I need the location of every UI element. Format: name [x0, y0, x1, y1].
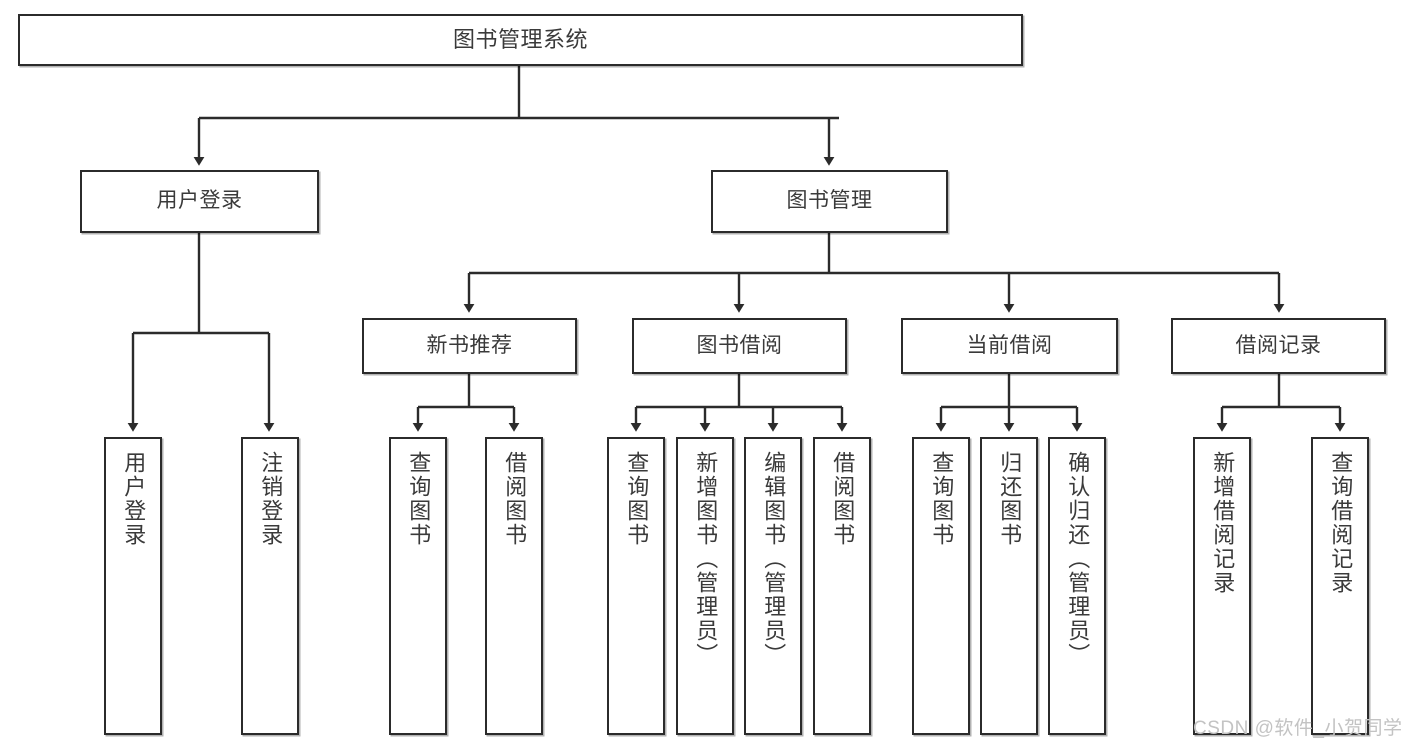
node-label: 借阅图书	[502, 451, 528, 547]
leaf-borrow-add-book-admin[interactable]: 新增图书（管理员）	[676, 437, 734, 735]
node-book-borrow[interactable]: 图书借阅	[632, 318, 847, 374]
node-label: 新书推荐	[426, 333, 513, 357]
node-label: 图书管理系统	[452, 27, 588, 53]
leaf-current-return-book[interactable]: 归还图书	[980, 437, 1038, 735]
node-label: 查询图书	[406, 451, 432, 547]
leaf-recommend-query-book[interactable]: 查询图书	[389, 437, 447, 735]
node-book-management[interactable]: 图书管理	[711, 170, 948, 233]
leaf-borrow-edit-book-admin[interactable]: 编辑图书（管理员）	[744, 437, 802, 735]
leaf-user-login-login[interactable]: 用户登录	[104, 437, 162, 735]
node-label: 注销登录	[258, 451, 284, 547]
leaf-borrow-borrow-book[interactable]: 借阅图书	[813, 437, 871, 735]
node-label: 当前借阅	[966, 333, 1053, 357]
node-label: 用户登录	[121, 451, 147, 547]
node-label: 新增图书（管理员）	[693, 451, 719, 667]
leaf-recommend-borrow-book[interactable]: 借阅图书	[485, 437, 543, 735]
node-label: 编辑图书（管理员）	[761, 451, 787, 667]
node-new-book-recommend[interactable]: 新书推荐	[362, 318, 577, 374]
node-label: 借阅记录	[1235, 333, 1322, 357]
node-label: 查询借阅记录	[1328, 451, 1354, 595]
node-user-login[interactable]: 用户登录	[80, 170, 319, 233]
leaf-user-login-logout[interactable]: 注销登录	[241, 437, 299, 735]
csdn-watermark: CSDN @软件_小贺同学	[1193, 718, 1403, 739]
node-borrow-record[interactable]: 借阅记录	[1171, 318, 1386, 374]
node-label: 新增借阅记录	[1210, 451, 1236, 595]
node-label: 用户登录	[156, 189, 243, 213]
node-label: 借阅图书	[830, 451, 856, 547]
leaf-record-query-record[interactable]: 查询借阅记录	[1311, 437, 1369, 735]
node-root-system[interactable]: 图书管理系统	[18, 14, 1023, 66]
leaf-current-confirm-return-admin[interactable]: 确认归还（管理员）	[1048, 437, 1106, 735]
node-current-borrow[interactable]: 当前借阅	[901, 318, 1118, 374]
node-label: 图书管理	[786, 189, 873, 213]
leaf-record-add-record[interactable]: 新增借阅记录	[1193, 437, 1251, 735]
leaf-current-query-book[interactable]: 查询图书	[912, 437, 970, 735]
node-label: 图书借阅	[696, 333, 783, 357]
node-label: 查询图书	[624, 451, 650, 547]
node-label: 确认归还（管理员）	[1065, 451, 1091, 667]
leaf-borrow-query-book[interactable]: 查询图书	[607, 437, 665, 735]
node-label: 查询图书	[929, 451, 955, 547]
node-label: 归还图书	[997, 451, 1023, 547]
